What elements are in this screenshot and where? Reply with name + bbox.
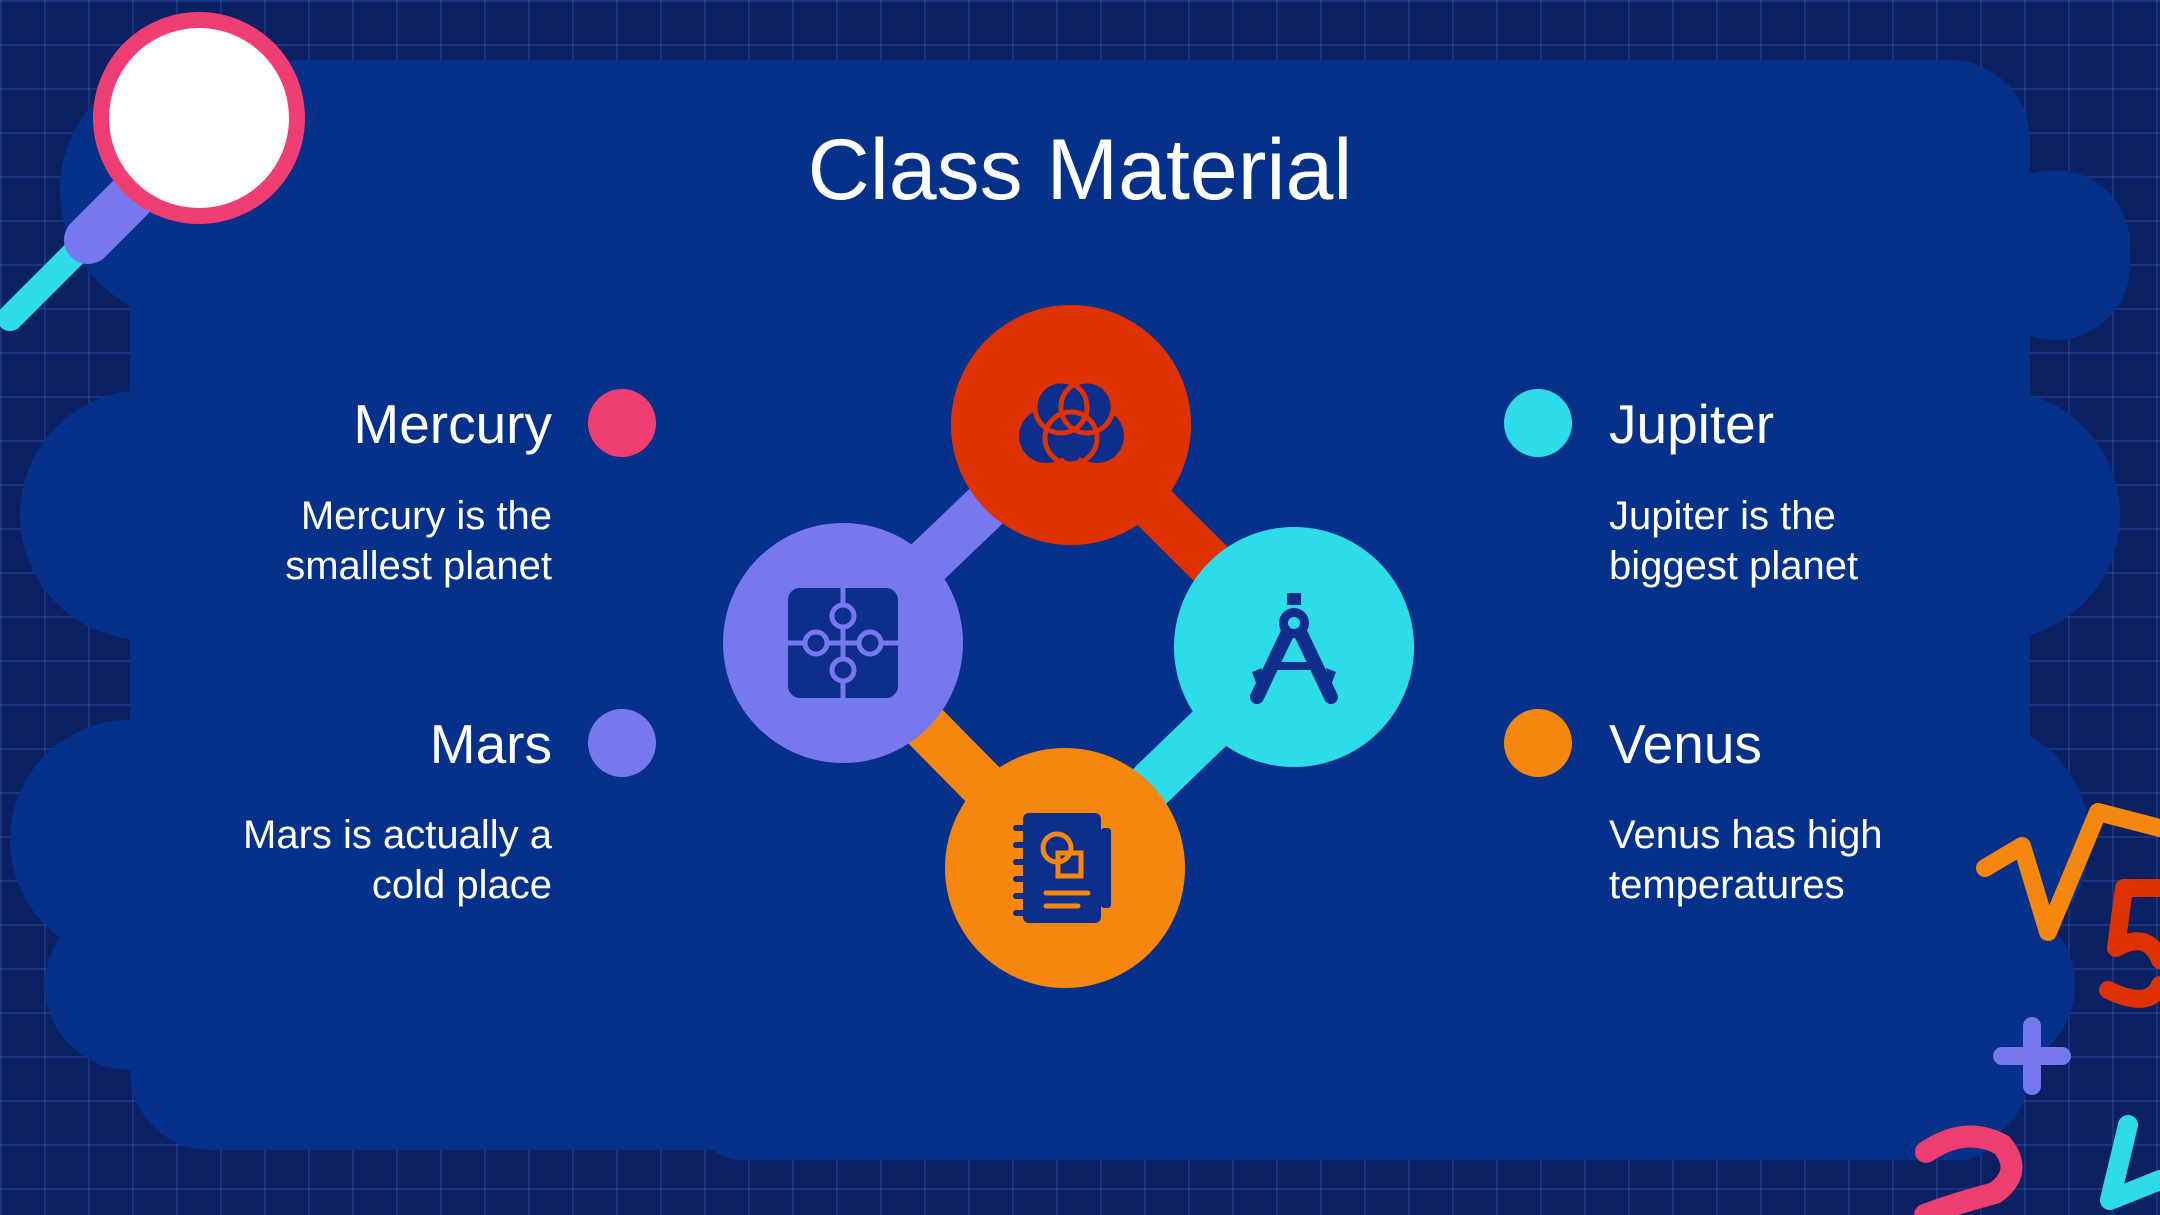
- jupiter-description-line2: biggest planet: [1609, 544, 1859, 588]
- venus-description-line2: temperatures: [1609, 863, 1845, 907]
- notebook-icon: [1013, 813, 1111, 923]
- venn-diagram-icon: [1019, 378, 1124, 467]
- mercury-dot: [588, 389, 656, 457]
- venus-description-line1: Venus has high: [1609, 813, 1883, 857]
- mercury-description-line2: smallest planet: [285, 544, 552, 588]
- jupiter-title: Jupiter: [1609, 393, 1775, 455]
- node-right: [1174, 527, 1414, 767]
- jupiter-dot: [1504, 389, 1572, 457]
- venus-dot: [1504, 709, 1572, 777]
- venus-description: Venus has high temperatures: [1609, 810, 2129, 910]
- slide-title: Class Material: [807, 122, 1353, 218]
- compass-icon: [1250, 593, 1338, 704]
- mars-description: Mars is actually a cold place: [32, 810, 552, 910]
- mercury-description-line1: Mercury is the: [300, 494, 552, 538]
- mars-description-line2: cold place: [371, 863, 552, 907]
- mars-description-line1: Mars is actually a: [243, 813, 552, 857]
- jupiter-description: Jupiter is the biggest planet: [1609, 491, 2129, 591]
- jupiter-description-line1: Jupiter is the: [1609, 494, 1836, 538]
- venus-title: Venus: [1609, 713, 1762, 775]
- mars-title: Mars: [429, 713, 552, 775]
- puzzle-icon: [788, 588, 898, 698]
- mercury-title: Mercury: [353, 393, 552, 455]
- mars-dot: [588, 709, 656, 777]
- mercury-description: Mercury is the smallest planet: [32, 491, 552, 591]
